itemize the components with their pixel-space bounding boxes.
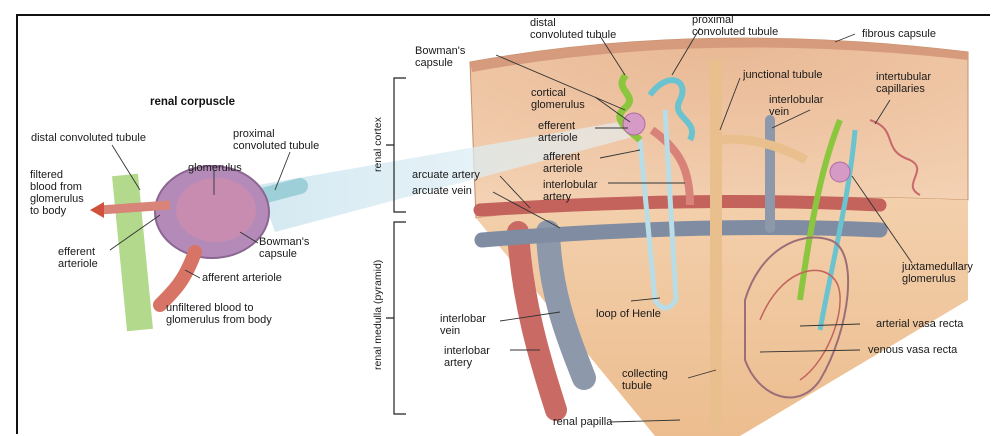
label-cortical-glomerulus: cortical glomerulus bbox=[531, 87, 585, 111]
filtered-flow-arrow bbox=[90, 202, 104, 218]
label-juxtamedullary-glomerulus: juxtamedullary glomerulus bbox=[902, 261, 973, 285]
label-interlobular-artery: interlobular artery bbox=[543, 179, 597, 203]
label-proximal-convoluted-tubule-left: proximal convoluted tubule bbox=[233, 128, 319, 152]
distal-tubule-left-shape bbox=[125, 175, 140, 330]
label-efferent-arteriole-left: efferent arteriole bbox=[58, 246, 98, 270]
label-bowmans-capsule-left: Bowman's capsule bbox=[259, 236, 309, 260]
label-glomerulus: glomerulus bbox=[188, 162, 242, 174]
label-bowmans-capsule-top: Bowman's capsule bbox=[415, 45, 465, 69]
afferent-arteriole-left-shape bbox=[160, 252, 195, 305]
label-interlobar-vein: interlobar vein bbox=[440, 313, 486, 337]
label-interlobular-vein: interlobular vein bbox=[769, 94, 823, 118]
label-afferent-arteriole-mid: afferent arteriole bbox=[543, 151, 583, 175]
label-afferent-arteriole-left: afferent arteriole bbox=[202, 272, 282, 284]
label-filtered-blood: filtered blood from glomerulus to body bbox=[30, 169, 84, 217]
label-renal-papilla: renal papilla bbox=[553, 416, 612, 428]
diagram-title: renal corpuscle bbox=[150, 96, 235, 108]
label-arterial-vasa-recta: arterial vasa recta bbox=[876, 318, 963, 330]
label-loop-of-henle: loop of Henle bbox=[596, 308, 661, 320]
efferent-arteriole-left-shape bbox=[100, 205, 170, 210]
label-efferent-arteriole-mid: efferent arteriole bbox=[538, 120, 578, 144]
label-unfiltered-blood: unfiltered blood to glomerulus from body bbox=[166, 302, 272, 326]
label-interlobar-artery: interlobar artery bbox=[444, 345, 490, 369]
label-arcuate-vein: arcuate vein bbox=[412, 185, 472, 197]
label-renal-medulla: renal medulla (pyramid) bbox=[372, 260, 384, 370]
label-renal-cortex: renal cortex bbox=[372, 117, 384, 172]
label-arcuate-artery: arcuate artery bbox=[412, 169, 480, 181]
label-distal-convoluted-tubule-left: distal convoluted tubule bbox=[31, 132, 146, 144]
juxtamedullary-glomerulus-shape bbox=[830, 162, 850, 182]
label-fibrous-capsule: fibrous capsule bbox=[862, 28, 936, 40]
label-junctional-tubule: junctional tubule bbox=[743, 69, 823, 81]
label-proximal-convoluted-tubule-top: proximal convoluted tubule bbox=[692, 14, 778, 38]
label-intertubular-capillaries: intertubular capillaries bbox=[876, 71, 931, 95]
renal-medulla-bracket bbox=[386, 222, 406, 414]
glomerulus-left-shape bbox=[176, 178, 256, 242]
label-collecting-tubule: collecting tubule bbox=[622, 368, 668, 392]
proximal-tubule-left-shape bbox=[262, 186, 300, 196]
label-distal-convoluted-tubule-top: distal convoluted tubule bbox=[530, 17, 616, 41]
cortical-glomerulus-shape bbox=[623, 113, 645, 135]
label-venous-vasa-recta: venous vasa recta bbox=[868, 344, 957, 356]
